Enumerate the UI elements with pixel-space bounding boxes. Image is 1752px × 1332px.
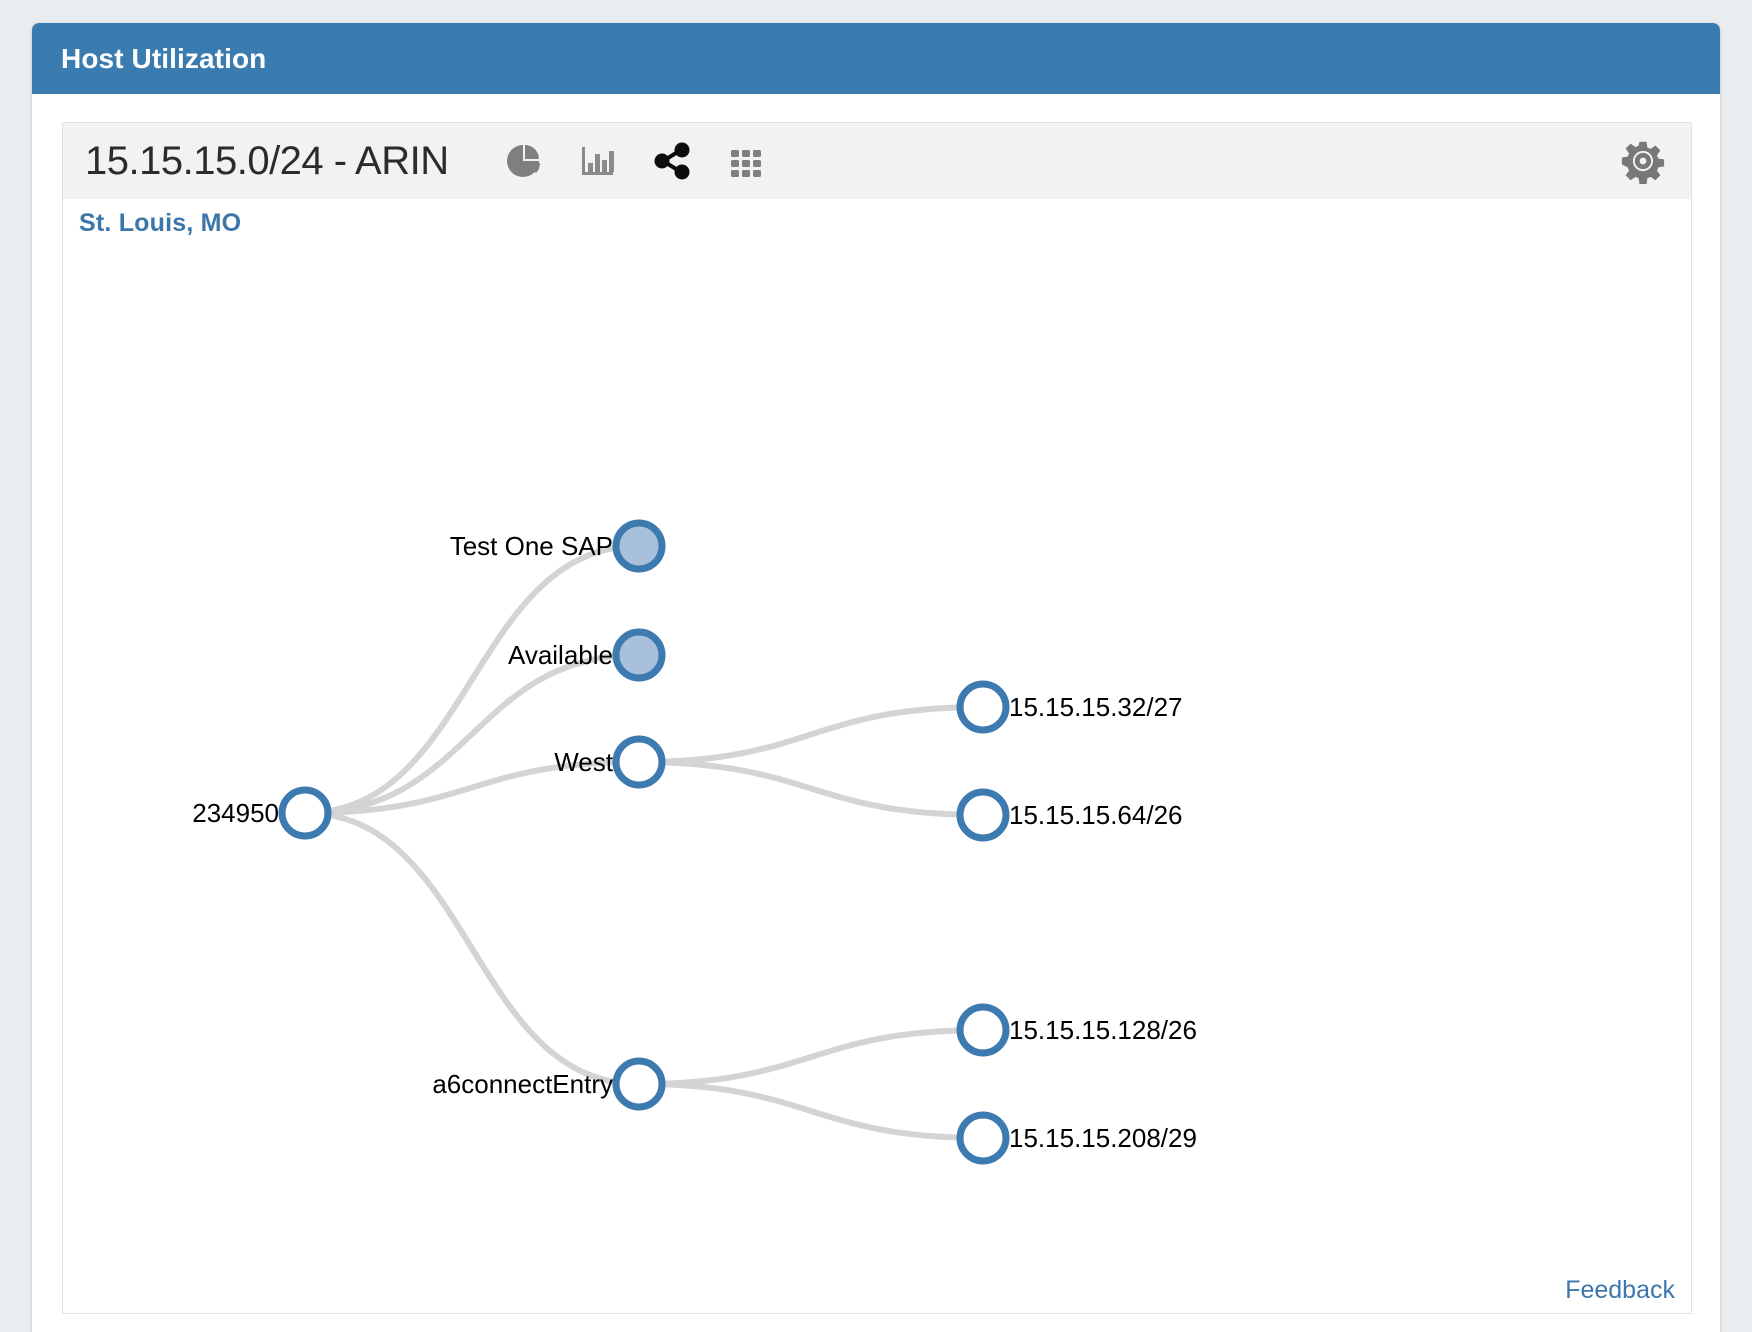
tree-node-label: 15.15.15.32/27 [1009,692,1183,722]
tree-node-label: 15.15.15.128/26 [1009,1015,1197,1045]
tree-node[interactable]: 15.15.15.128/26 [956,1003,1197,1057]
host-utilization-panel: Host Utilization 15.15.15.0/24 - ARIN [32,23,1720,1332]
utilization-card: 15.15.15.0/24 - ARIN [62,122,1692,1314]
subnet-heading: 15.15.15.0/24 - ARIN [85,138,449,183]
view-mode-icon-group [503,140,767,182]
tree-link [638,704,984,765]
tree-node-circle[interactable] [956,1111,1010,1165]
tree-node-label: Test One SAP [450,531,613,561]
tree-node-circle[interactable] [956,680,1010,734]
tree-node-label: 234950 [192,798,279,828]
grid-icon[interactable] [725,140,767,182]
tree-node[interactable]: Available [508,628,666,682]
tree-node-label: West [554,747,614,777]
tree-node-circle[interactable] [956,1003,1010,1057]
panel-header: Host Utilization [32,23,1720,94]
tree-node-circle[interactable] [612,735,666,789]
tree-link [304,543,640,816]
tree-node[interactable]: West [554,735,666,789]
tree-node-label: 15.15.15.64/26 [1009,800,1183,830]
tree-node-circle[interactable] [612,1057,666,1111]
tree-links-layer [304,543,984,1141]
tree-link [304,652,640,816]
tree-node-circle[interactable] [612,628,666,682]
gear-icon[interactable] [1619,137,1667,185]
tree-node[interactable]: 234950 [192,786,332,840]
tree-link [304,810,640,1087]
tree-node-circle[interactable] [612,519,666,573]
share-node-icon[interactable] [651,140,693,182]
tree-node-circle[interactable] [278,786,332,840]
feedback-link[interactable]: Feedback [1565,1276,1675,1304]
tree-link [304,759,640,816]
tree-link [638,759,984,818]
bar-chart-icon[interactable] [577,140,619,182]
tree-node[interactable]: 15.15.15.32/27 [956,680,1183,734]
tree-node[interactable]: 15.15.15.64/26 [956,788,1183,842]
tree-node[interactable]: Test One SAP [450,519,666,573]
tree-link [638,1081,984,1141]
page-title: Host Utilization [61,42,267,74]
card-toolbar: 15.15.15.0/24 - ARIN [63,123,1691,199]
tree-node-label: Available [508,640,613,670]
tree-node[interactable]: 15.15.15.208/29 [956,1111,1197,1165]
tree-link [638,1027,984,1087]
tree-node-circle[interactable] [956,788,1010,842]
tree-node[interactable]: a6connectEntry [432,1057,666,1111]
tree-node-label: 15.15.15.208/29 [1009,1123,1197,1153]
location-label[interactable]: St. Louis, MO [79,209,242,237]
panel-body: 15.15.15.0/24 - ARIN [32,94,1720,1332]
pie-chart-icon[interactable] [503,140,545,182]
tree-node-label: a6connectEntry [432,1069,613,1099]
